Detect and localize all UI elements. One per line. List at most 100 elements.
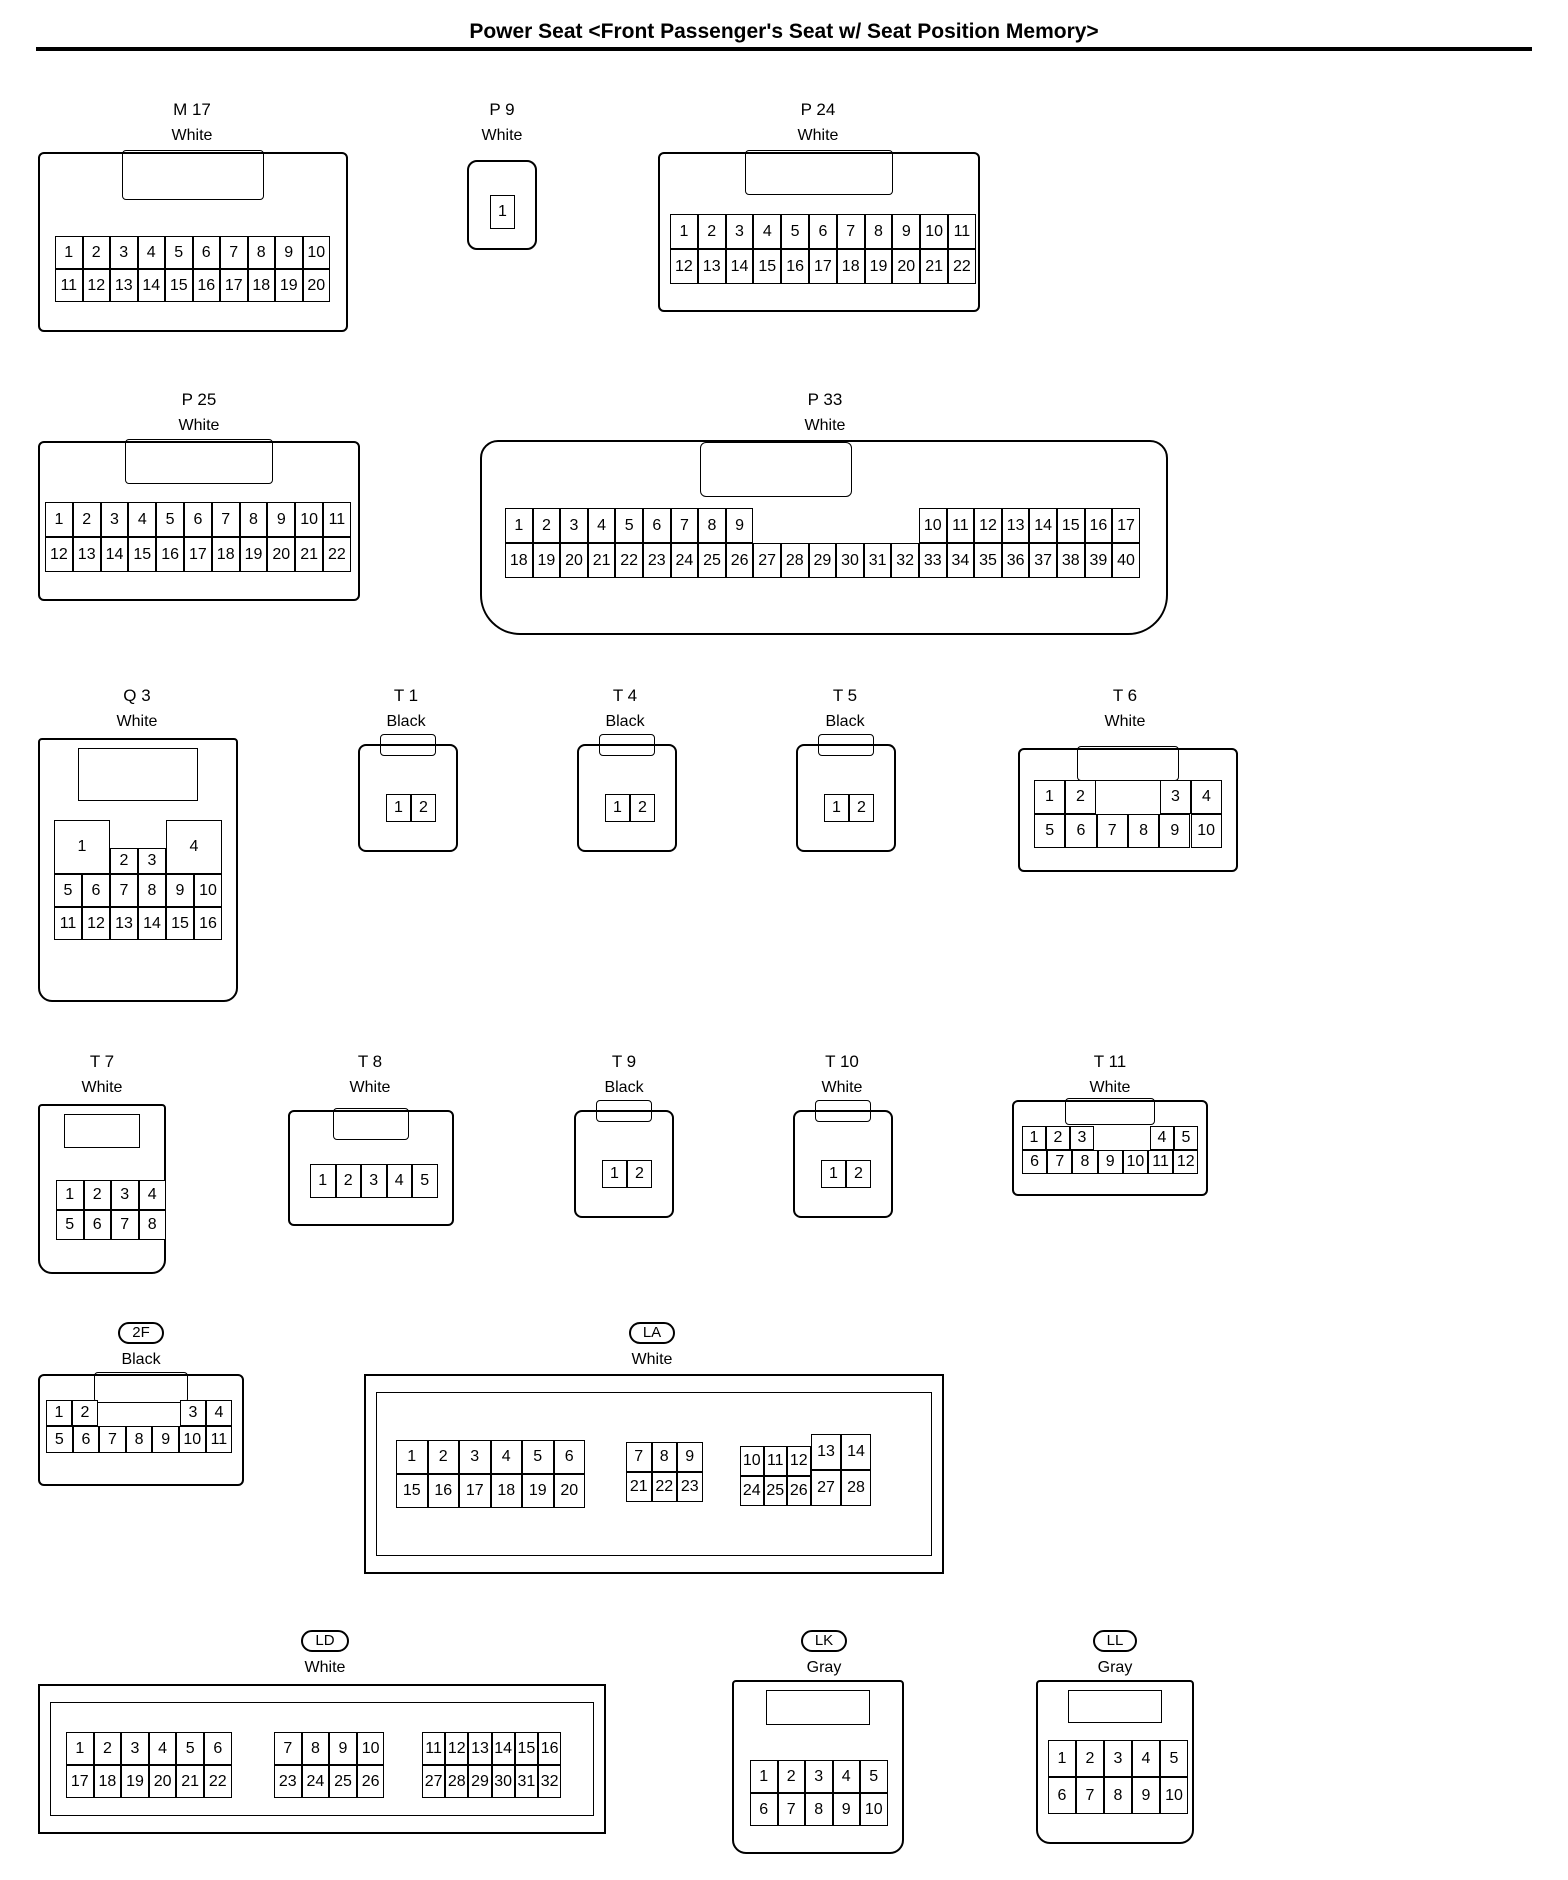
connector-color: Black [386, 713, 426, 730]
pin-cell: 40 [1112, 543, 1140, 578]
connector-latch [1064, 1098, 1156, 1125]
pin-cell: 5 [412, 1164, 438, 1198]
connector-id: P 24 [800, 100, 836, 119]
pin-cell: 35 [974, 543, 1002, 578]
pin-cell: 8 [239, 502, 268, 537]
pin-cell: 24 [740, 1476, 764, 1506]
pin-cell: 7 [1047, 1150, 1073, 1174]
pin-cell: 15 [1057, 508, 1085, 543]
connector-id: T 4 [612, 686, 638, 705]
pin-cell: 4 [166, 820, 222, 874]
pin-cell: 7 [111, 1210, 139, 1240]
pin-cell: 20 [148, 1765, 177, 1798]
pin-cell: 4 [1191, 780, 1222, 814]
connector-latch [121, 150, 265, 201]
pin-cell: 7 [99, 1426, 126, 1453]
pin-cell: 19 [121, 1765, 149, 1798]
pin-cell: 28 [445, 1765, 469, 1798]
connector-color: Gray [1097, 1659, 1133, 1676]
connector-latch [1067, 1690, 1163, 1723]
pin-cell: 15 [166, 907, 194, 940]
pin-cell: 10 [1190, 814, 1222, 848]
pin-cell: 2 [335, 1164, 361, 1198]
pin-cell: 1 [505, 508, 533, 543]
pin-cell: 21 [626, 1472, 652, 1502]
pin-cell: 5 [522, 1440, 554, 1474]
pin-cell: 11 [763, 1446, 787, 1476]
pin-cell: 7 [670, 508, 699, 543]
pin-cell: 2 [83, 1180, 111, 1210]
pin-cell: 6 [553, 1440, 585, 1474]
connector-id: 2F [118, 1322, 164, 1344]
pin-cell: 2 [427, 1440, 459, 1474]
pin-cell: 20 [302, 269, 330, 302]
connector-id: LD [301, 1630, 349, 1652]
pin-cell: 36 [1001, 543, 1030, 578]
pin-cell: 15 [165, 269, 193, 302]
pin-cell: 14 [725, 249, 754, 284]
pin-cell: 1 [1048, 1740, 1076, 1777]
pin-cell: 4 [148, 1732, 177, 1765]
pin-cell: 5 [1034, 814, 1066, 848]
pin-cell: 26 [787, 1476, 811, 1506]
pin-cell: 1 [54, 820, 110, 874]
pin-cell: 16 [1084, 508, 1113, 543]
pin-cell: 3 [100, 502, 129, 537]
pin-cell: 9 [166, 874, 194, 907]
pin-cell: 9 [152, 1426, 179, 1453]
pin-cell: 18 [247, 269, 275, 302]
connector-color: White [797, 127, 839, 144]
pin-cell: 6 [82, 874, 110, 907]
pin-cell: 3 [805, 1760, 833, 1793]
connector-color: White [1089, 1079, 1131, 1096]
pin-cell: 17 [220, 269, 248, 302]
pin-cell: 11 [323, 502, 351, 537]
pin-cell: 4 [137, 236, 165, 269]
pin-cell: 10 [194, 874, 222, 907]
pin-cell: 8 [805, 1793, 833, 1826]
pin-cell: 4 [138, 1180, 166, 1210]
connector-latch [815, 1100, 871, 1122]
pin-cell: 7 [110, 874, 138, 907]
pin-cell: 28 [781, 543, 809, 578]
pin-cell: 21 [295, 537, 323, 572]
pin-cell: 18 [93, 1765, 122, 1798]
pin-cell: 26 [725, 543, 754, 578]
pin-cell: 32 [538, 1765, 562, 1798]
pin-cell: 31 [514, 1765, 538, 1798]
pin-cell: 5 [1174, 1126, 1198, 1150]
pin-cell: 34 [946, 543, 975, 578]
connector-id: LA [628, 1322, 676, 1344]
pin-cell: 2 [72, 1400, 98, 1426]
connector-latch [1077, 746, 1179, 781]
pin-cell: 3 [1160, 780, 1191, 814]
pin-cell: 3 [361, 1164, 387, 1198]
pin-cell: 10 [1122, 1150, 1148, 1174]
pin-cell: 2 [1065, 780, 1096, 814]
pin-cell: 3 [560, 508, 588, 543]
pin-cell: 8 [247, 236, 275, 269]
connector-color: Gray [806, 1659, 842, 1676]
pin-cell: 4 [832, 1760, 860, 1793]
pin-cell: 5 [176, 1732, 204, 1765]
pin-cell: 9 [725, 508, 754, 543]
pin-cell: 26 [356, 1765, 385, 1798]
connector-color: White [349, 1079, 391, 1096]
pin-cell: 11 [205, 1426, 233, 1453]
pin-cell: 12 [1173, 1150, 1199, 1174]
pin-cell: 24 [301, 1765, 330, 1798]
pin-cell: 6 [83, 1210, 111, 1240]
pin-cell: 15 [753, 249, 782, 284]
connector-latch [78, 748, 198, 801]
connector-latch [380, 734, 436, 756]
pin-cell: 13 [1001, 508, 1030, 543]
pin-cell: 12 [787, 1446, 811, 1476]
pin-cell: 13 [468, 1732, 492, 1765]
connector-latch [124, 439, 274, 484]
